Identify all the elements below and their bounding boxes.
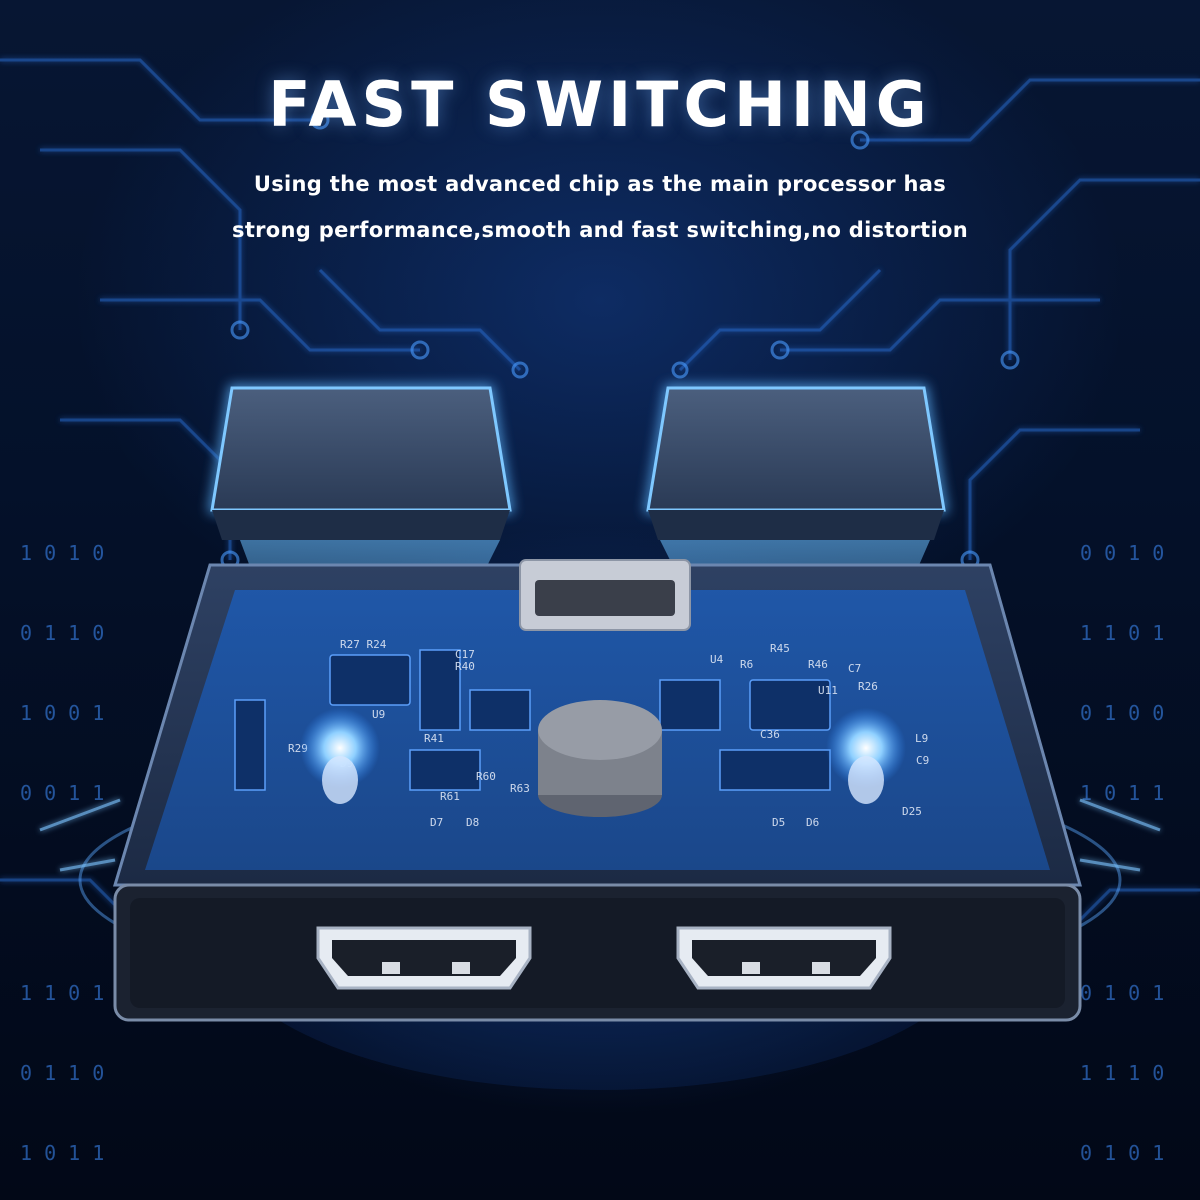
svg-text:1 0 1 0: 1 0 1 0	[20, 541, 104, 565]
chip-right	[644, 385, 948, 540]
svg-text:U9: U9	[372, 708, 385, 721]
svg-text:R61: R61	[440, 790, 460, 803]
svg-text:R41: R41	[424, 732, 444, 745]
svg-text:D6: D6	[806, 816, 819, 829]
svg-text:C7: C7	[848, 662, 861, 675]
svg-text:D25: D25	[902, 805, 922, 818]
chip-left	[208, 385, 514, 540]
switch-button	[538, 700, 662, 817]
svg-text:R27 R24: R27 R24	[340, 638, 387, 651]
description-line-2: strong performance,smooth and fast switc…	[232, 218, 968, 242]
svg-text:0 0 1 0: 0 0 1 0	[1080, 541, 1164, 565]
svg-text:D7: D7	[430, 816, 443, 829]
led-left	[300, 708, 380, 804]
hdmi-port-1	[316, 926, 532, 990]
svg-text:R60: R60	[476, 770, 496, 783]
usb-c-port	[519, 559, 691, 631]
svg-text:R46: R46	[808, 658, 828, 671]
svg-text:L9: L9	[915, 732, 928, 745]
svg-text:0 1 0 1: 0 1 0 1	[1080, 981, 1164, 1005]
svg-text:D5: D5	[772, 816, 785, 829]
headline: FAST SWITCHING	[268, 68, 932, 141]
svg-text:1 0 0 1: 1 0 0 1	[20, 701, 104, 725]
svg-text:C9: C9	[916, 754, 929, 767]
svg-text:1 0 1 1: 1 0 1 1	[20, 1141, 104, 1165]
svg-text:0 1 1 0: 0 1 1 0	[20, 1061, 104, 1085]
svg-text:R6: R6	[740, 658, 753, 671]
svg-text:C36: C36	[760, 728, 780, 741]
svg-text:U4: U4	[710, 653, 724, 666]
hdmi-port-2	[676, 926, 892, 990]
svg-text:0 0 1 1: 0 0 1 1	[20, 781, 104, 805]
svg-text:1 0 1 1: 1 0 1 1	[1080, 781, 1164, 805]
svg-text:D8: D8	[466, 816, 479, 829]
svg-text:0 1 0 1: 0 1 0 1	[1080, 1141, 1164, 1165]
svg-text:1 1 1 0: 1 1 1 0	[1080, 1061, 1164, 1085]
svg-text:1 1 0 1: 1 1 0 1	[20, 981, 104, 1005]
svg-text:0 1 0 0: 0 1 0 0	[1080, 701, 1164, 725]
svg-text:C17: C17	[455, 648, 475, 661]
svg-text:U11: U11	[818, 684, 838, 697]
svg-text:1 1 0 1: 1 1 0 1	[1080, 621, 1164, 645]
svg-text:R40: R40	[455, 660, 475, 673]
svg-text:R26: R26	[858, 680, 878, 693]
description-line-1: Using the most advanced chip as the main…	[253, 172, 947, 196]
led-right	[826, 708, 906, 804]
svg-text:0 1 1 0: 0 1 1 0	[20, 621, 104, 645]
svg-text:R45: R45	[770, 642, 790, 655]
svg-text:R63: R63	[510, 782, 530, 795]
